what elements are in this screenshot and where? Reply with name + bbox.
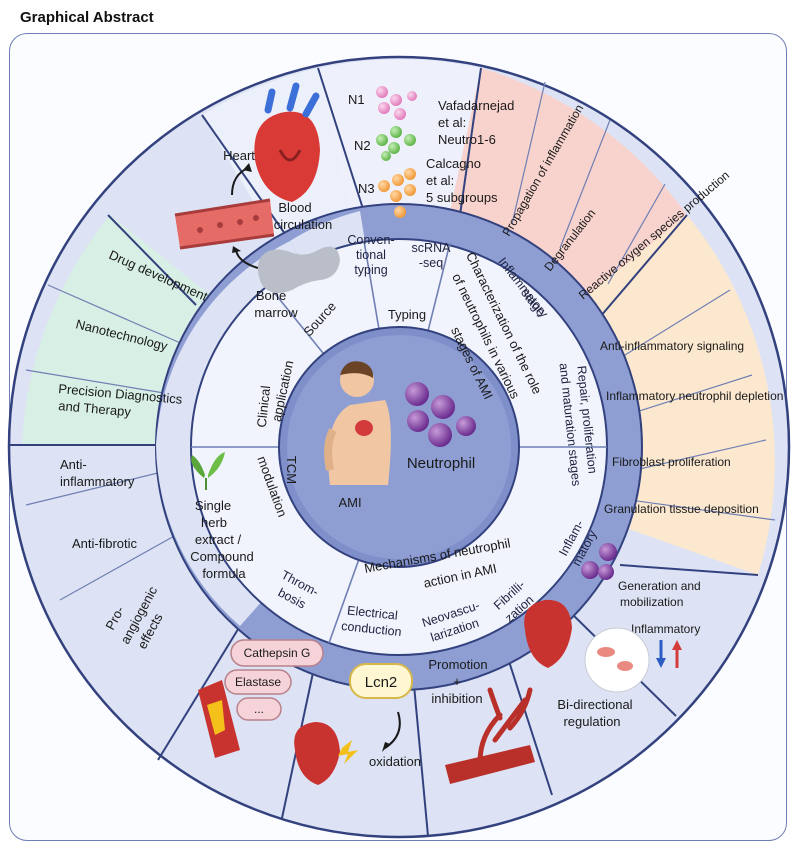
band-conventional-typing: Conven- tional typing xyxy=(347,233,394,277)
svg-text:Generation and: Generation and xyxy=(618,579,701,593)
n3-label: N3 xyxy=(358,181,375,196)
svg-text:conduction: conduction xyxy=(341,619,403,639)
tcm-effect-anti-inflam: Anti- inflammatory xyxy=(60,457,135,489)
svg-text:scRNA: scRNA xyxy=(412,241,452,255)
tcm-effect-anti-fibrotic: Anti-fibrotic xyxy=(72,536,138,551)
repair-item-anti-inflam: Anti-inflammatory signaling xyxy=(600,339,744,353)
oxidation-label: oxidation xyxy=(369,754,421,769)
oxidation-heart-illustration xyxy=(294,722,358,785)
svg-text:Vafadarnejad: Vafadarnejad xyxy=(438,98,514,113)
lcn2-label: Lcn2 xyxy=(365,674,398,691)
svg-text:regulation: regulation xyxy=(563,714,620,729)
svg-text:Blood: Blood xyxy=(278,200,311,215)
svg-text:typing: typing xyxy=(354,263,387,277)
svg-text:Anti-: Anti- xyxy=(60,457,87,472)
svg-text:Promotion: Promotion xyxy=(428,657,487,672)
svg-text:Single: Single xyxy=(195,498,231,513)
bidirectional-label: Bi-directional regulation xyxy=(557,697,632,729)
vafadarnejad-label: Vafadarnejad et al: Neutro1-6 xyxy=(438,98,514,147)
svg-text:herb: herb xyxy=(201,515,227,530)
inflammatory-label: Inflammatory xyxy=(631,622,700,636)
band-scrna-seq: scRNA -seq xyxy=(412,241,452,270)
blood-circulation-label: Blood circulation xyxy=(274,200,333,232)
center-neutrophil-label: Neutrophil xyxy=(407,455,475,472)
calcagno-label: Calcagno et al: 5 subgroups xyxy=(426,156,498,205)
svg-text:and Therapy: and Therapy xyxy=(58,398,132,419)
heart-illustration xyxy=(254,82,320,202)
n2-label: N2 xyxy=(354,138,371,153)
svg-text:Cathepsin G: Cathepsin G xyxy=(244,646,311,660)
svg-text:Calcagno: Calcagno xyxy=(426,156,481,171)
n3-cells xyxy=(378,168,416,218)
promotion-label: Promotion + inhibition xyxy=(428,657,487,706)
svg-text:Neutro1-6: Neutro1-6 xyxy=(438,132,496,147)
svg-text:circulation: circulation xyxy=(274,217,333,232)
elastase-pill: Elastase xyxy=(224,669,292,695)
typing-label: Typing xyxy=(388,307,426,322)
svg-text:Clinical: Clinical xyxy=(254,385,273,428)
svg-text:marrow: marrow xyxy=(254,305,298,320)
repair-item-depletion: Inflammatory neutrophil depletion xyxy=(606,389,783,403)
svg-text:inflammatory: inflammatory xyxy=(60,474,135,489)
bone-marrow-illustration xyxy=(257,246,340,294)
fibrillation-heart-illustration xyxy=(524,599,650,693)
svg-text:TCM: TCM xyxy=(284,456,299,484)
blood-vessel-illustration xyxy=(174,198,275,250)
patient-illustration xyxy=(324,361,391,485)
svg-text:tional: tional xyxy=(356,248,386,262)
cathepsin-pill: Cathepsin G xyxy=(230,639,324,667)
svg-text:extract /: extract / xyxy=(195,532,242,547)
svg-text:Elastase: Elastase xyxy=(235,675,281,689)
heart-label: Heart xyxy=(223,148,255,163)
bone-marrow-label: Bone marrow xyxy=(254,288,298,320)
ellipsis-pill: ... xyxy=(236,697,282,721)
clot-vessel-illustration xyxy=(198,680,240,758)
svg-text:et al:: et al: xyxy=(426,173,454,188)
generation-label: Generation and mobilization xyxy=(618,579,701,609)
repair-item-granulation: Granulation tissue deposition xyxy=(604,502,759,516)
svg-text:Compound: Compound xyxy=(190,549,254,564)
n1-label: N1 xyxy=(348,92,365,107)
svg-text:Conven-: Conven- xyxy=(347,233,394,247)
svg-text:et al:: et al: xyxy=(438,115,466,130)
svg-text:+: + xyxy=(453,674,461,689)
svg-text:inhibition: inhibition xyxy=(431,691,482,706)
n1-cells xyxy=(376,86,417,120)
vessel-sprout-illustration xyxy=(445,687,535,784)
svg-text:Electrical: Electrical xyxy=(346,603,398,622)
herb-label: Single herb extract / Compound formula xyxy=(190,498,254,581)
neutrophil-cells xyxy=(405,382,476,447)
svg-text:Bi-directional: Bi-directional xyxy=(557,697,632,712)
svg-text:5 subgroups: 5 subgroups xyxy=(426,190,498,205)
repair-item-fibroblast: Fibroblast proliferation xyxy=(612,455,731,469)
lcn2-badge xyxy=(349,663,413,699)
center-ami-label: AMI xyxy=(338,495,361,510)
n2-cells xyxy=(376,126,416,161)
herb-icon xyxy=(191,452,225,490)
svg-text:Bone: Bone xyxy=(256,288,286,303)
svg-text:formula: formula xyxy=(202,566,246,581)
inflam-mech-cells xyxy=(581,543,617,580)
svg-text:-seq: -seq xyxy=(419,256,443,270)
band-electrical-conduction: Electrical conduction xyxy=(341,603,403,639)
page-title: Graphical Abstract xyxy=(20,9,154,26)
svg-text:...: ... xyxy=(254,702,264,716)
svg-text:mobilization: mobilization xyxy=(620,595,683,609)
